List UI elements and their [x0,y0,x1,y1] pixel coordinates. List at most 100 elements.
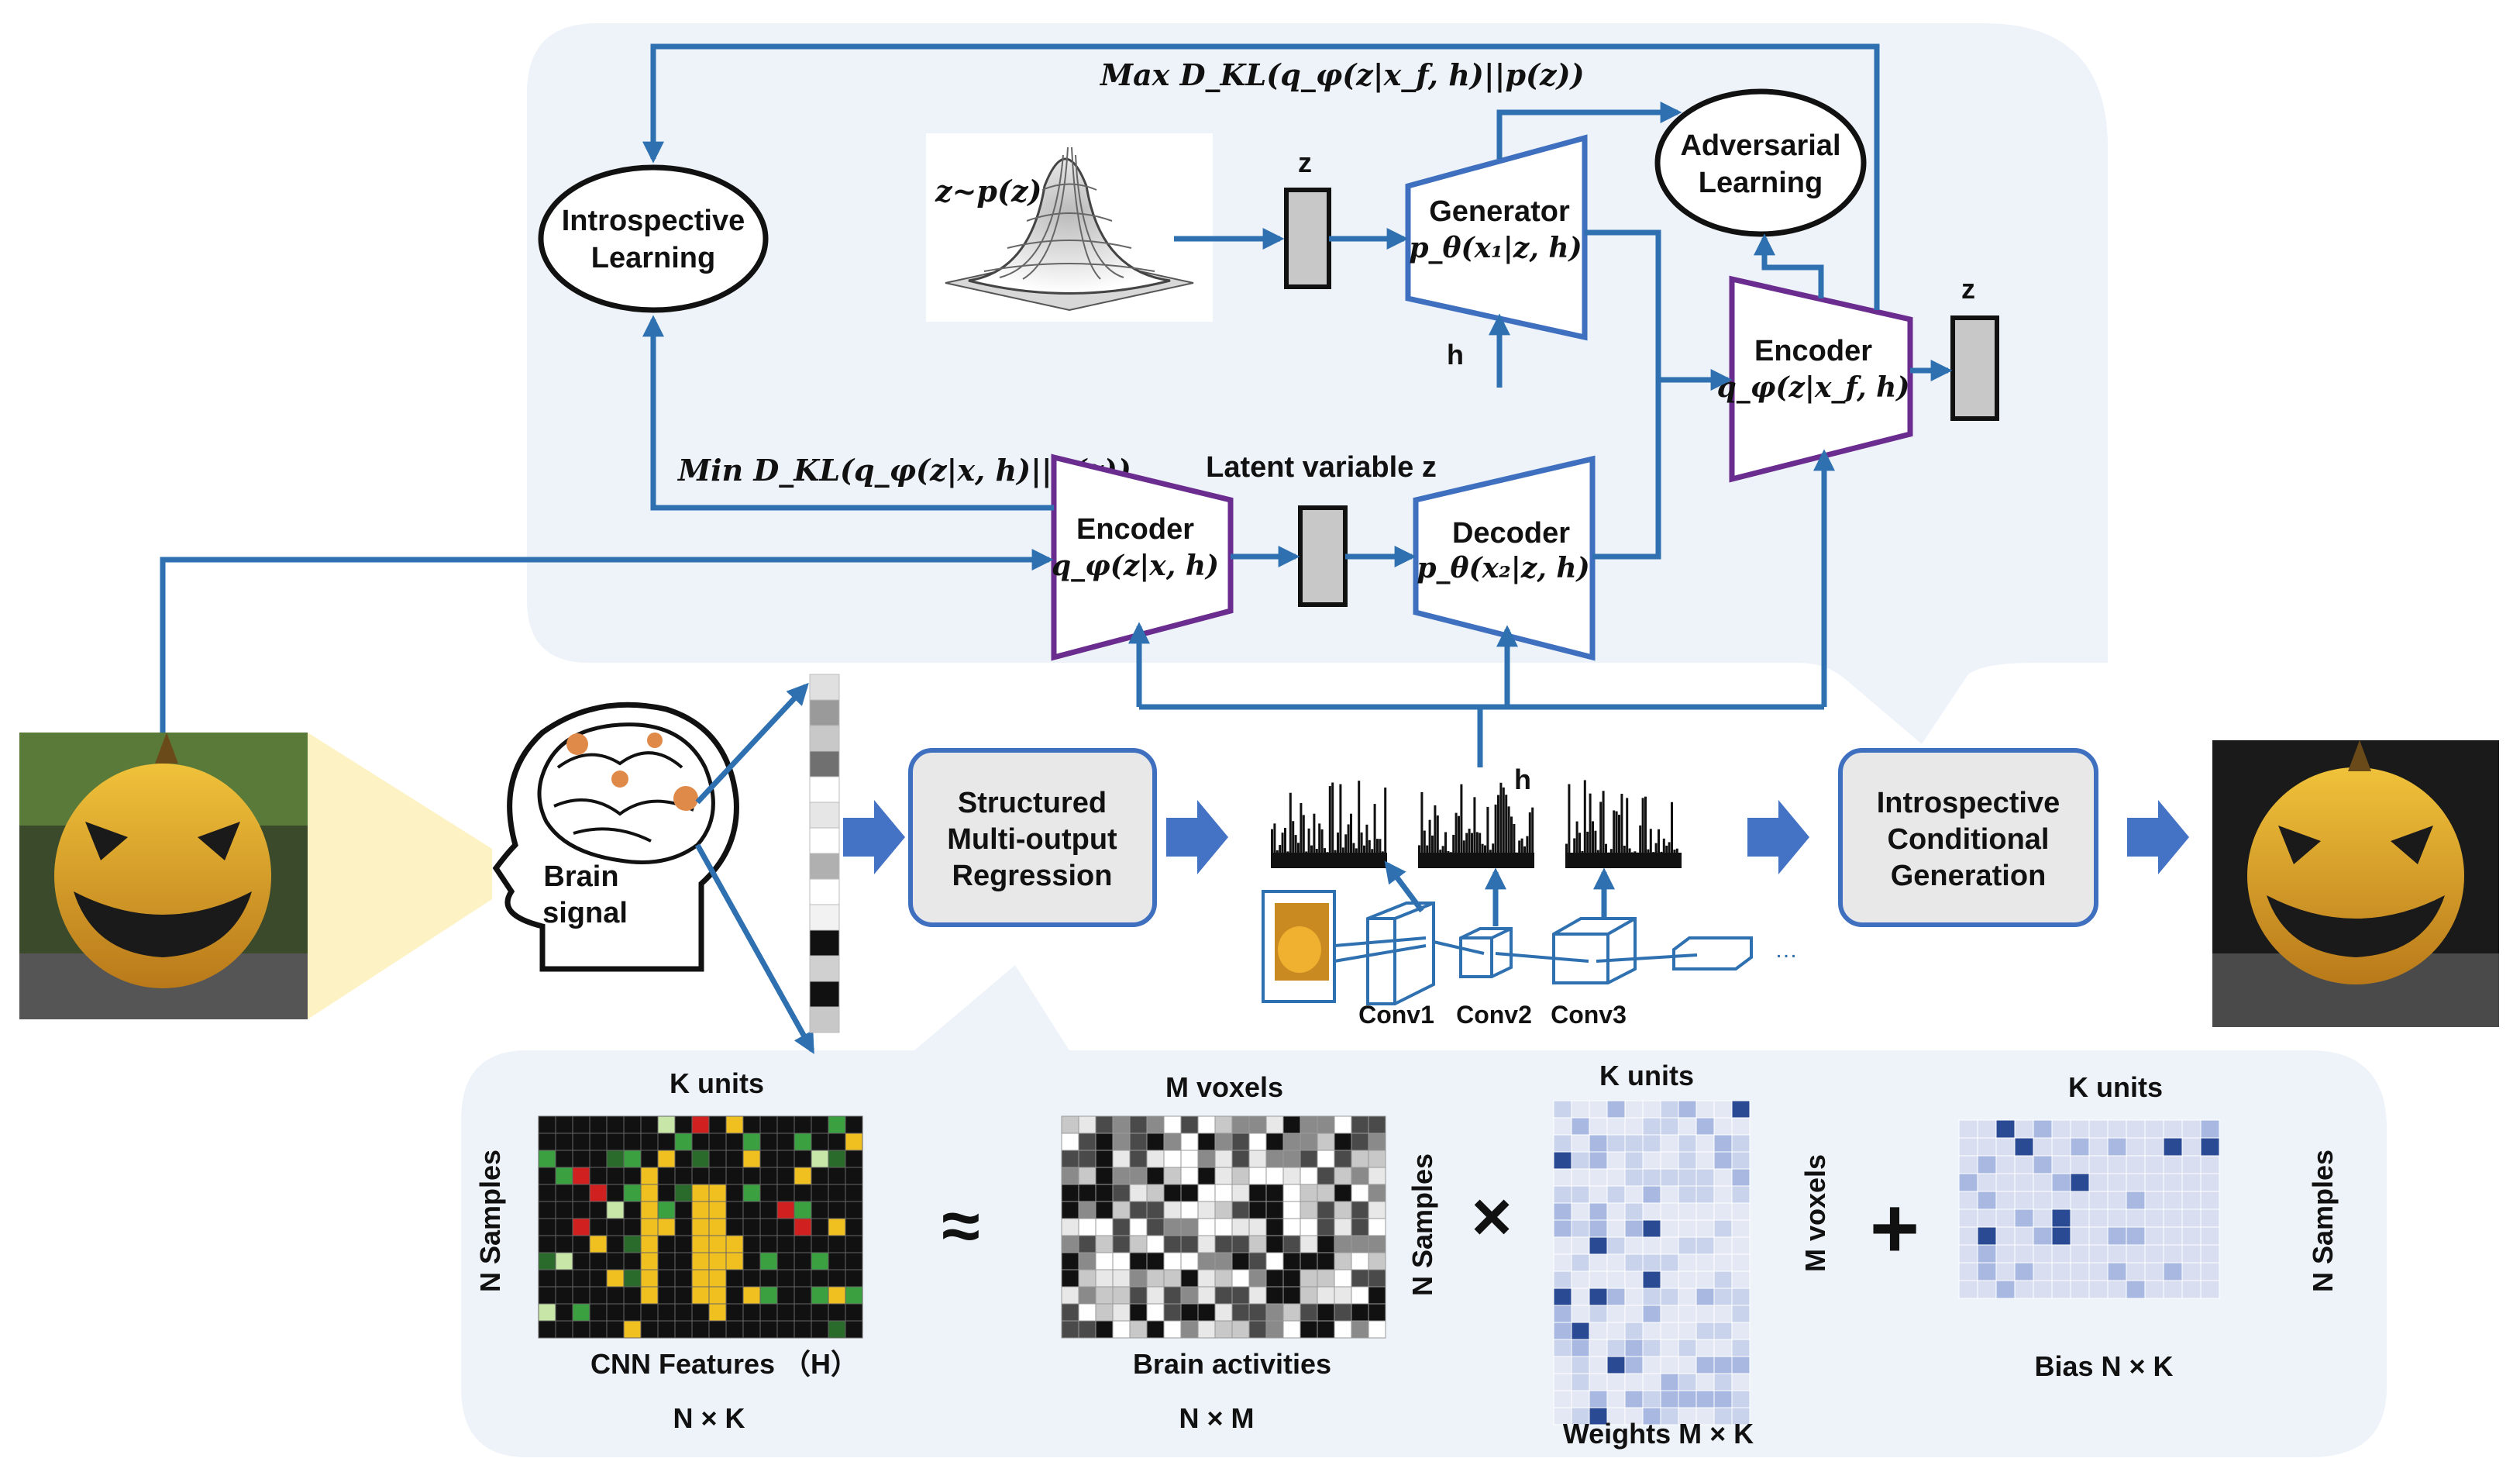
activity-cell [1095,1286,1114,1305]
weight-cell [1678,1253,1697,1272]
feature-cell [657,1184,676,1202]
feature-cell [623,1167,642,1185]
activity-cell [1078,1218,1096,1236]
activity-cell [1248,1184,1267,1202]
bias-cell [2163,1119,2183,1139]
feature-cell [572,1252,590,1270]
bias-cell [2107,1191,2127,1210]
histogram-bar [1499,782,1503,868]
brain-to-voxel-arrow-up [695,682,809,805]
feature-cell [725,1115,744,1134]
histogram-bar [1350,813,1352,868]
histogram-bar [1592,821,1594,868]
weight-cell [1624,1117,1644,1136]
bias-cell [2126,1244,2146,1264]
weight-cell [1660,1219,1679,1238]
feature-cell [538,1252,556,1270]
feature-cell [606,1303,625,1322]
feature-cell [640,1269,659,1288]
histogram-bar [1318,823,1321,868]
activity-cell [1197,1115,1216,1134]
brain-side-label: N Samples [1406,1153,1438,1296]
feature-cell [845,1286,863,1305]
feature-cell [725,1320,744,1339]
histogram-bar [1475,832,1479,868]
bias-cell [2014,1262,2034,1281]
activity-cell [1078,1133,1096,1151]
activity-cell [1351,1167,1369,1185]
feature-cell [572,1115,590,1134]
activity-cell [1163,1184,1182,1202]
activity-cell [1078,1320,1096,1339]
activity-cell [1180,1167,1199,1185]
activity-cell [1368,1320,1386,1339]
feature-cell [640,1320,659,1339]
encoder-bottom-block [1051,453,1234,661]
weight-cell [1571,1270,1590,1289]
weights-top-label: K units [1599,1060,1694,1091]
feature-cell [640,1286,659,1305]
activity-cell [1334,1269,1352,1288]
voxel-cell [809,750,840,777]
bias-cell [2051,1208,2071,1228]
feature-cell [776,1286,795,1305]
feature-cell [708,1115,727,1134]
feature-cell [759,1115,778,1134]
bias-cell [2070,1226,2090,1246]
weight-cell [1660,1100,1679,1119]
bias-cell [2088,1137,2109,1157]
activity-cell [1334,1252,1352,1270]
feature-cell [759,1184,778,1202]
activity-cell [1197,1218,1216,1236]
activity-cell [1197,1286,1216,1305]
bias-cell [2144,1137,2164,1157]
feature-cell [811,1184,829,1202]
activity-cell [1300,1115,1318,1134]
feature-cell [759,1201,778,1219]
activity-cell [1334,1115,1352,1134]
activity-cell [1112,1303,1131,1322]
activity-cell [1351,1218,1369,1236]
activity-cell [1231,1235,1250,1253]
weight-cell [1553,1236,1572,1255]
bias-cell [2144,1191,2164,1210]
bias-cell [2181,1226,2202,1246]
activity-cell [1061,1286,1079,1305]
bias-cell [2070,1155,2090,1174]
activity-cell [1129,1286,1148,1305]
weight-cell [1606,1117,1626,1136]
weight-cell [1589,1339,1608,1357]
bias-cell [2088,1208,2109,1228]
feature-cell [794,1320,812,1339]
bias-cell [2181,1155,2202,1174]
feature-cell [623,1303,642,1322]
feature-cell [811,1252,829,1270]
feature-cell [555,1133,573,1151]
feature-cell [845,1269,863,1288]
activity-cell [1282,1115,1301,1134]
feature-cell [674,1235,693,1253]
activity-cell [1180,1150,1199,1168]
brain-to-voxel-arrow-down [694,843,815,1054]
activity-cell [1146,1252,1165,1270]
feature-cell [759,1303,778,1322]
feature-cell [623,1150,642,1168]
feature-cell [794,1269,812,1288]
weight-cell [1589,1219,1608,1238]
feature-cell [691,1286,710,1305]
histogram-bar [1620,794,1623,868]
activity-cell [1095,1320,1114,1339]
weight-cell [1624,1339,1644,1357]
activity-cell [1214,1184,1233,1202]
histogram-bar [1281,833,1284,868]
cnn-bottom-label: CNN Features （H） [590,1348,859,1380]
feature-cell [828,1201,846,1219]
activity-cell [1282,1303,1301,1322]
feature-cell [555,1269,573,1288]
weight-cell [1731,1305,1751,1323]
weight-cell [1642,1151,1661,1170]
feature-cell [606,1115,625,1134]
weight-cell [1606,1100,1626,1119]
weight-cell [1571,1322,1590,1340]
weight-cell [1660,1236,1679,1255]
